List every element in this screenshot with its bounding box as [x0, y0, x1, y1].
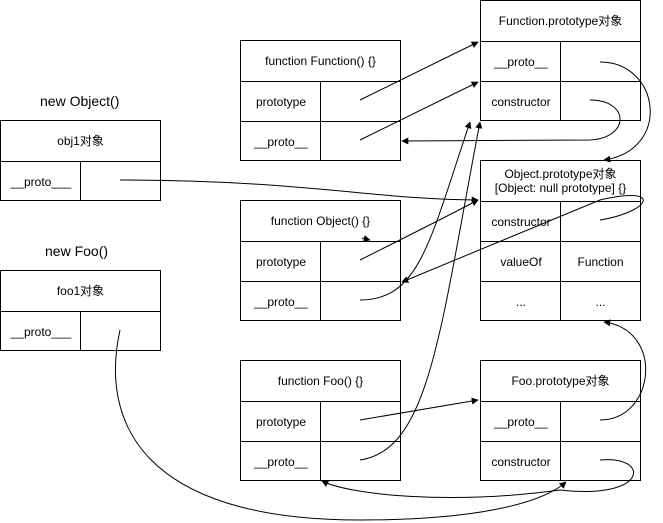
object-prototype-valueof-value: Function — [560, 242, 640, 281]
foo-prototype-box: Foo.prototype对象 __proto__ constructor — [480, 360, 641, 481]
function-foo-proto-value — [320, 442, 400, 481]
foo-prototype-constructor-row: constructor — [481, 441, 640, 481]
function-prototype-proto-value — [560, 42, 640, 81]
obj1-title: obj1对象 — [57, 134, 104, 148]
function-function-proto-value — [320, 122, 400, 161]
function-foo-prototype-row: prototype — [241, 401, 400, 441]
function-prototype-proto-row: __proto__ — [481, 41, 640, 81]
object-prototype-title: Object.prototype对象 [Object: null prototy… — [494, 167, 627, 195]
function-foo-title: function Foo() {} — [277, 374, 364, 388]
arrow-obj1-proto — [119, 179, 479, 204]
obj1-box: obj1对象 __proto___ — [0, 120, 161, 201]
function-function-prototype-value — [320, 82, 400, 121]
function-function-proto-key: __proto__ — [253, 134, 309, 149]
function-foo-box: function Foo() {} prototype __proto__ — [240, 360, 401, 481]
function-object-proto-value — [320, 282, 400, 321]
function-foo-prototype-key: prototype — [255, 414, 307, 429]
obj1-proto-value — [80, 162, 160, 201]
object-prototype-valueof-key: valueOf — [500, 254, 542, 269]
foo-prototype-constructor-key: constructor — [491, 454, 551, 469]
object-prototype-box: Object.prototype对象 [Object: null prototy… — [480, 160, 641, 321]
foo1-proto-key: __proto___ — [10, 324, 72, 339]
object-prototype-constructor-value — [560, 202, 640, 241]
function-prototype-constructor-row: constructor — [481, 81, 640, 121]
function-foo-proto-row: __proto__ — [241, 441, 400, 481]
function-object-title: function Object() {} — [270, 214, 371, 228]
function-prototype-box: Function.prototype对象 __proto__ construct… — [480, 0, 641, 121]
foo-prototype-proto-key: __proto__ — [493, 414, 549, 429]
function-function-box: function Function() {} prototype __proto… — [240, 40, 401, 161]
function-object-prototype-key: prototype — [255, 254, 307, 269]
function-object-proto-row: __proto__ — [241, 281, 400, 321]
function-object-prototype-row: prototype — [241, 241, 400, 281]
function-prototype-proto-key: __proto__ — [493, 54, 549, 69]
function-function-prototype-key: prototype — [255, 94, 307, 109]
foo-prototype-proto-row: __proto__ — [481, 401, 640, 441]
function-object-proto-key: __proto__ — [253, 294, 309, 309]
function-object-box: function Object() {} prototype __proto__ — [240, 200, 401, 321]
foo1-box: foo1对象 __proto___ — [0, 270, 161, 351]
function-foo-prototype-value — [320, 402, 400, 441]
function-object-prototype-value — [320, 242, 400, 281]
object-prototype-ellipsis-key: ... — [515, 294, 526, 309]
function-function-proto-row: __proto__ — [241, 121, 400, 161]
new-foo-label: new Foo() — [45, 243, 109, 259]
object-prototype-constructor-row: constructor — [481, 201, 640, 241]
object-prototype-ellipsis-row: ... ... — [481, 281, 640, 321]
foo-prototype-title: Foo.prototype对象 — [511, 374, 610, 388]
object-prototype-constructor-key: constructor — [491, 214, 551, 229]
object-prototype-ellipsis-value: ... — [560, 282, 640, 321]
foo-prototype-constructor-value — [560, 442, 640, 481]
foo-prototype-proto-value — [560, 402, 640, 441]
function-foo-proto-key: __proto__ — [253, 454, 309, 469]
obj1-proto-key: __proto___ — [10, 174, 72, 189]
foo1-proto-value — [80, 312, 160, 351]
function-function-prototype-row: prototype — [241, 81, 400, 121]
function-prototype-constructor-key: constructor — [491, 94, 551, 109]
foo1-title: foo1对象 — [56, 284, 105, 298]
obj1-proto-row: __proto___ — [1, 161, 160, 201]
foo1-proto-row: __proto___ — [1, 311, 160, 351]
object-prototype-valueof-row: valueOf Function — [481, 241, 640, 281]
function-prototype-constructor-value — [560, 82, 640, 121]
new-object-label: new Object() — [40, 93, 120, 109]
function-prototype-title: Function.prototype对象 — [498, 14, 623, 28]
function-function-title: function Function() {} — [265, 54, 376, 68]
